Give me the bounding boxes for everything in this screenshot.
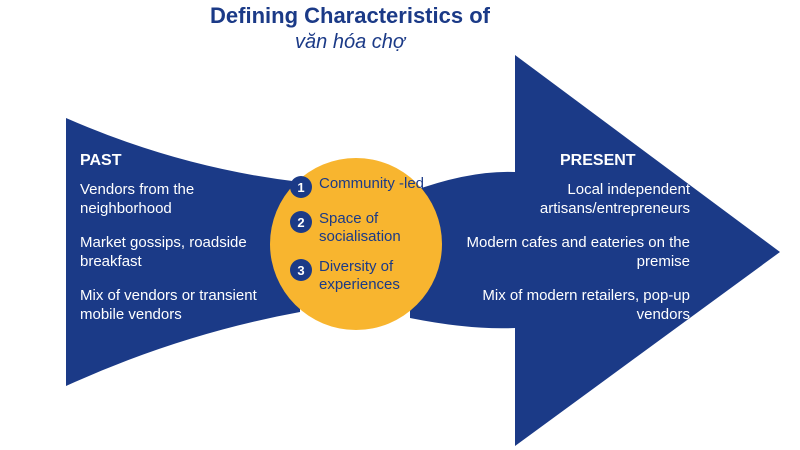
- present-item: Mix of modern retailers, pop-up vendors: [482, 287, 690, 323]
- characteristics-circle: [270, 158, 442, 330]
- past-item: Mix of vendors or transient mobile vendo…: [80, 287, 257, 323]
- characteristic-label: Diversity of experiences: [319, 258, 400, 293]
- number-badge: 3: [290, 259, 312, 281]
- characteristic-item: 1 Community -led: [290, 175, 440, 198]
- title-block: Defining Characteristics of văn hóa chợ: [150, 4, 550, 54]
- past-item: Market gossips, roadside breakfast: [80, 234, 247, 270]
- characteristic-label: Space of socialisation: [319, 210, 401, 245]
- number-badge: 1: [290, 176, 312, 198]
- characteristics-list: 1 Community -led 2 Space of socialisatio…: [290, 175, 440, 306]
- present-heading: PRESENT: [560, 152, 636, 169]
- number-badge: 2: [290, 211, 312, 233]
- present-arrow-shape: [410, 55, 780, 446]
- characteristic-item: 2 Space of socialisation: [290, 210, 440, 246]
- past-ribbon-shape: [66, 118, 300, 386]
- present-item: Modern cafes and eateries on the premise: [466, 234, 690, 270]
- present-panel: PRESENT Local independent artisans/entre…: [440, 152, 690, 339]
- past-panel: PAST Vendors from the neighborhood Marke…: [80, 152, 280, 339]
- past-heading: PAST: [80, 152, 122, 169]
- page-title: Defining Characteristics of: [210, 3, 490, 28]
- characteristic-item: 3 Diversity of experiences: [290, 258, 440, 294]
- characteristic-label: Community -led: [319, 175, 425, 192]
- past-item: Vendors from the neighborhood: [80, 181, 195, 217]
- present-item: Local independent artisans/entrepreneurs: [539, 181, 690, 217]
- page-subtitle: văn hóa chợ: [295, 31, 405, 53]
